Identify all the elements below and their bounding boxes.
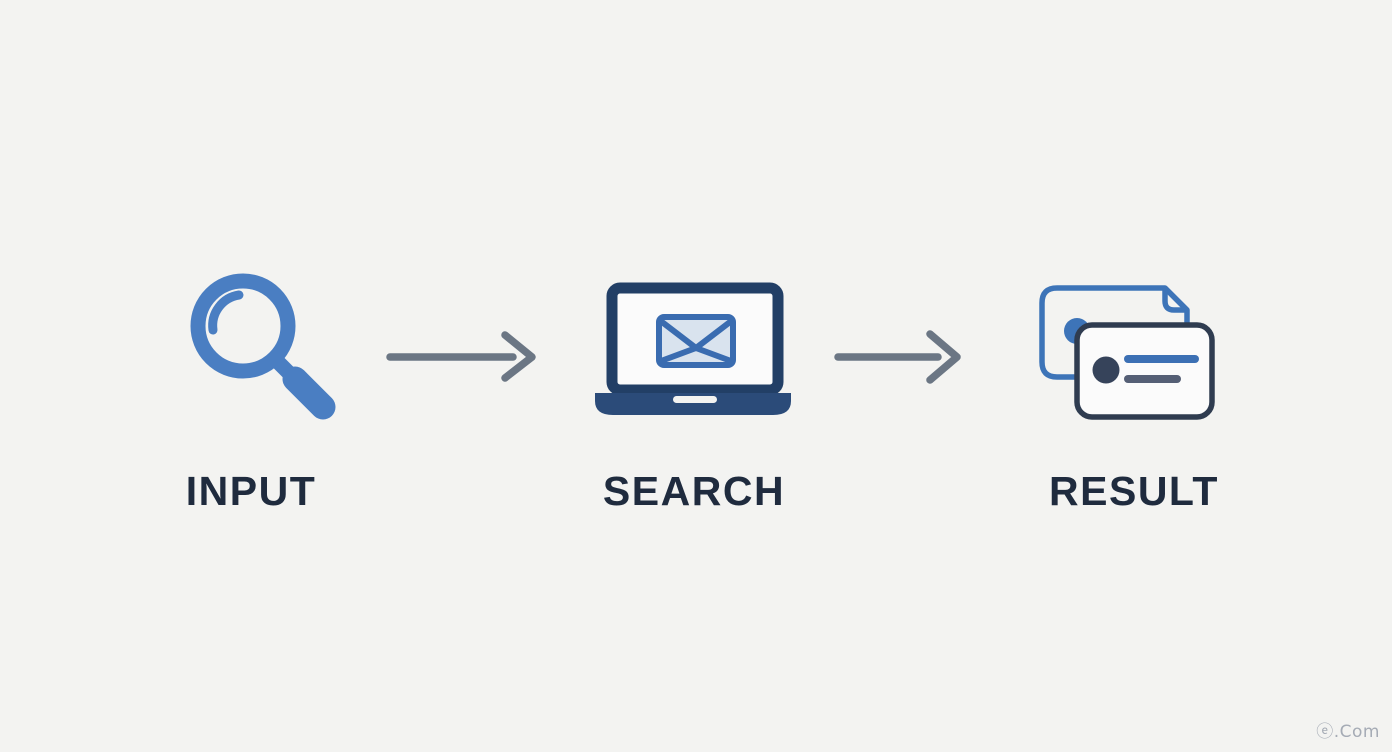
laptop-mail-icon <box>593 278 793 423</box>
step-label-input: INPUT <box>185 468 317 514</box>
result-cards-icon <box>1035 283 1225 433</box>
step-label-search: SEARCH <box>602 468 786 514</box>
right-arrow-icon <box>385 330 540 390</box>
right-arrow-icon <box>833 330 988 390</box>
magnifier-icon <box>185 266 343 429</box>
watermark-text: ⓔ.Com <box>1316 722 1380 742</box>
step-label-result: RESULT <box>1049 468 1219 514</box>
